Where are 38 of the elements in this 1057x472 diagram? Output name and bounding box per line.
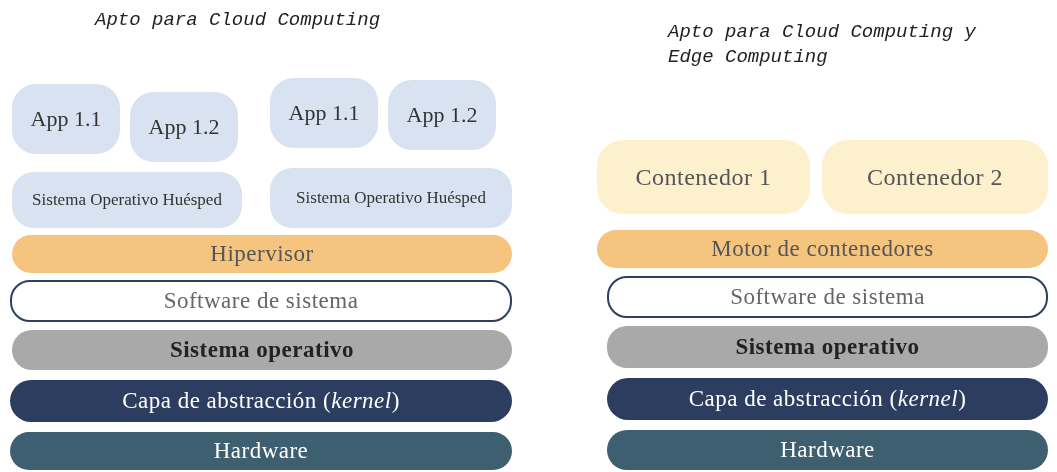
hypervisor-layer	[12, 235, 512, 273]
layer-label: App 1.1	[287, 99, 361, 127]
operating-system-layer	[12, 330, 512, 370]
layer-label: Capa de abstracción (kernel)	[121, 386, 401, 415]
layer-label: Hardware	[212, 436, 310, 465]
app-pill	[12, 84, 120, 154]
app-pill	[130, 92, 238, 162]
hypervisor-layer	[597, 230, 1048, 268]
layer-label: App 1.1	[29, 105, 103, 133]
kernel-layer	[10, 380, 512, 422]
app-pill	[388, 80, 496, 150]
guest-os-pill	[12, 172, 242, 228]
layer-label: Sistema Operativo Huésped	[31, 189, 223, 211]
container-pill	[822, 140, 1048, 214]
layer-label: Hardware	[779, 435, 876, 464]
layer-label: App 1.2	[147, 113, 221, 141]
layer-label: Sistema Operativo Huésped	[295, 187, 487, 209]
system-software-layer	[10, 280, 512, 322]
layer-label: App 1.2	[405, 101, 479, 129]
container-pill	[597, 140, 810, 214]
operating-system-layer	[607, 326, 1048, 368]
hardware-layer	[607, 430, 1048, 470]
layer-label: Software de sistema	[729, 282, 926, 311]
layer-label: Contenedor 1	[634, 163, 773, 192]
layer-label: Software de sistema	[162, 286, 360, 315]
column-title: Apto para Cloud Computing y Edge Computing	[668, 20, 977, 70]
layer-label: Sistema operativo	[168, 335, 356, 364]
layer-label: Sistema operativo	[734, 332, 921, 361]
layer-label: Contenedor 2	[866, 163, 1004, 192]
column-title: Apto para Cloud Computing	[95, 8, 382, 33]
kernel-layer	[607, 378, 1048, 420]
guest-os-pill	[270, 168, 512, 228]
system-software-layer	[607, 276, 1048, 318]
layer-label: Hipervisor	[209, 239, 315, 268]
hardware-layer	[10, 432, 512, 470]
layer-label: Motor de contenedores	[710, 234, 935, 263]
app-pill	[270, 78, 378, 148]
layer-label: Capa de abstracción (kernel)	[687, 384, 968, 413]
